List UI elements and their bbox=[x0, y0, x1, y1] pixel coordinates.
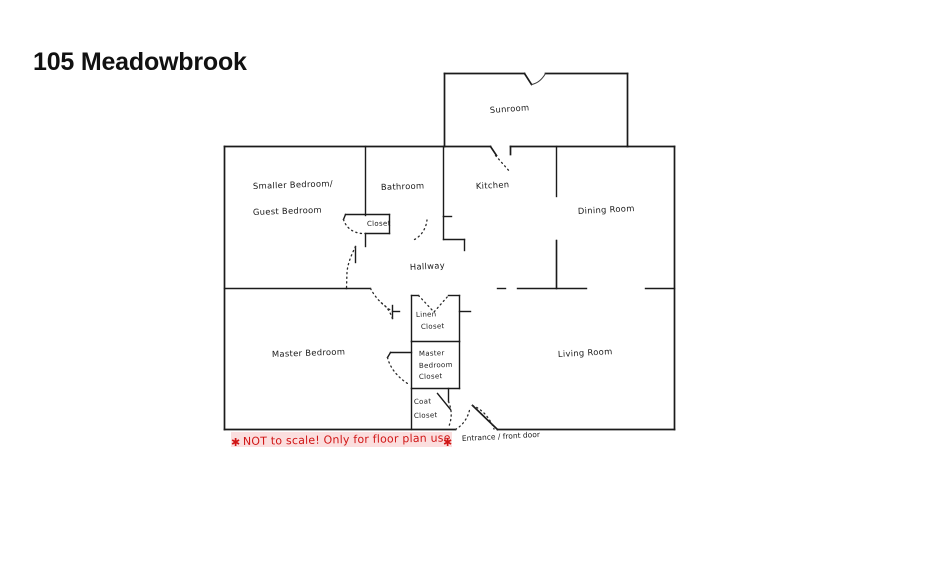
closet-stack-walls bbox=[386, 294, 472, 431]
disclaimer-text: NOT to scale! Only for floor plan use bbox=[243, 431, 451, 448]
room-label-sunroom: Sunroom bbox=[489, 102, 529, 115]
master-closet-door-swing bbox=[386, 356, 411, 386]
hallway-door-swing-north bbox=[345, 245, 357, 290]
room-label-coat-closet-line1: Coat bbox=[414, 397, 432, 406]
room-label-master-bedroom: Master Bedroom bbox=[272, 346, 346, 359]
room-label-master-closet-line3: Closet bbox=[419, 372, 443, 381]
page-title: 105 Meadowbrook bbox=[33, 48, 247, 76]
room-label-dining-room: Dining Room bbox=[578, 203, 635, 216]
room-label-kitchen: Kitchen bbox=[476, 179, 510, 191]
disclaimer-star-right: ✱ bbox=[443, 436, 452, 449]
room-label-bathroom-closet: Closet bbox=[367, 220, 391, 228]
room-label-master-closet-line2: Bedroom bbox=[419, 361, 453, 370]
room-label-linen-closet-line1: Linen bbox=[416, 310, 437, 319]
living-dining-walls bbox=[463, 238, 676, 290]
bathroom-closet-door-swing bbox=[342, 218, 366, 235]
hallway-walls bbox=[223, 245, 372, 290]
room-label-living-room: Living Room bbox=[558, 346, 613, 359]
room-label-linen-closet-line2: Closet bbox=[421, 322, 445, 331]
entrance-annotation: Entrance / front door bbox=[462, 430, 541, 443]
room-label-hallway: Hallway bbox=[410, 260, 446, 272]
room-label-master-closet-line1: Master bbox=[419, 349, 445, 358]
room-label-bathroom: Bathroom bbox=[381, 180, 425, 192]
kitchen-sunroom-door-swing bbox=[494, 154, 512, 174]
interior-walls-upper bbox=[364, 145, 558, 290]
linen-closet-door-swing bbox=[417, 294, 450, 313]
bathroom-door-swing bbox=[413, 219, 428, 241]
disclaimer-star-left: ✱ bbox=[231, 436, 240, 449]
bathroom-closet-walls bbox=[342, 213, 391, 235]
sunroom-walls bbox=[443, 72, 629, 148]
room-label-smaller-bedroom-line2: Guest Bedroom bbox=[253, 205, 322, 217]
entrance-door-swing-inner bbox=[454, 407, 471, 431]
room-label-coat-closet-line2: Closet bbox=[414, 411, 438, 420]
disclaimer-highlight bbox=[231, 432, 452, 447]
hallway-door-swing-master bbox=[369, 287, 393, 312]
sunroom-door-arc bbox=[531, 73, 546, 85]
master-bedroom-door-swing bbox=[379, 301, 394, 320]
coat-closet-door-leaf bbox=[436, 392, 452, 411]
room-label-smaller-bedroom-line1: Smaller Bedroom/ bbox=[253, 178, 333, 191]
coat-closet-door-swing bbox=[447, 400, 452, 427]
